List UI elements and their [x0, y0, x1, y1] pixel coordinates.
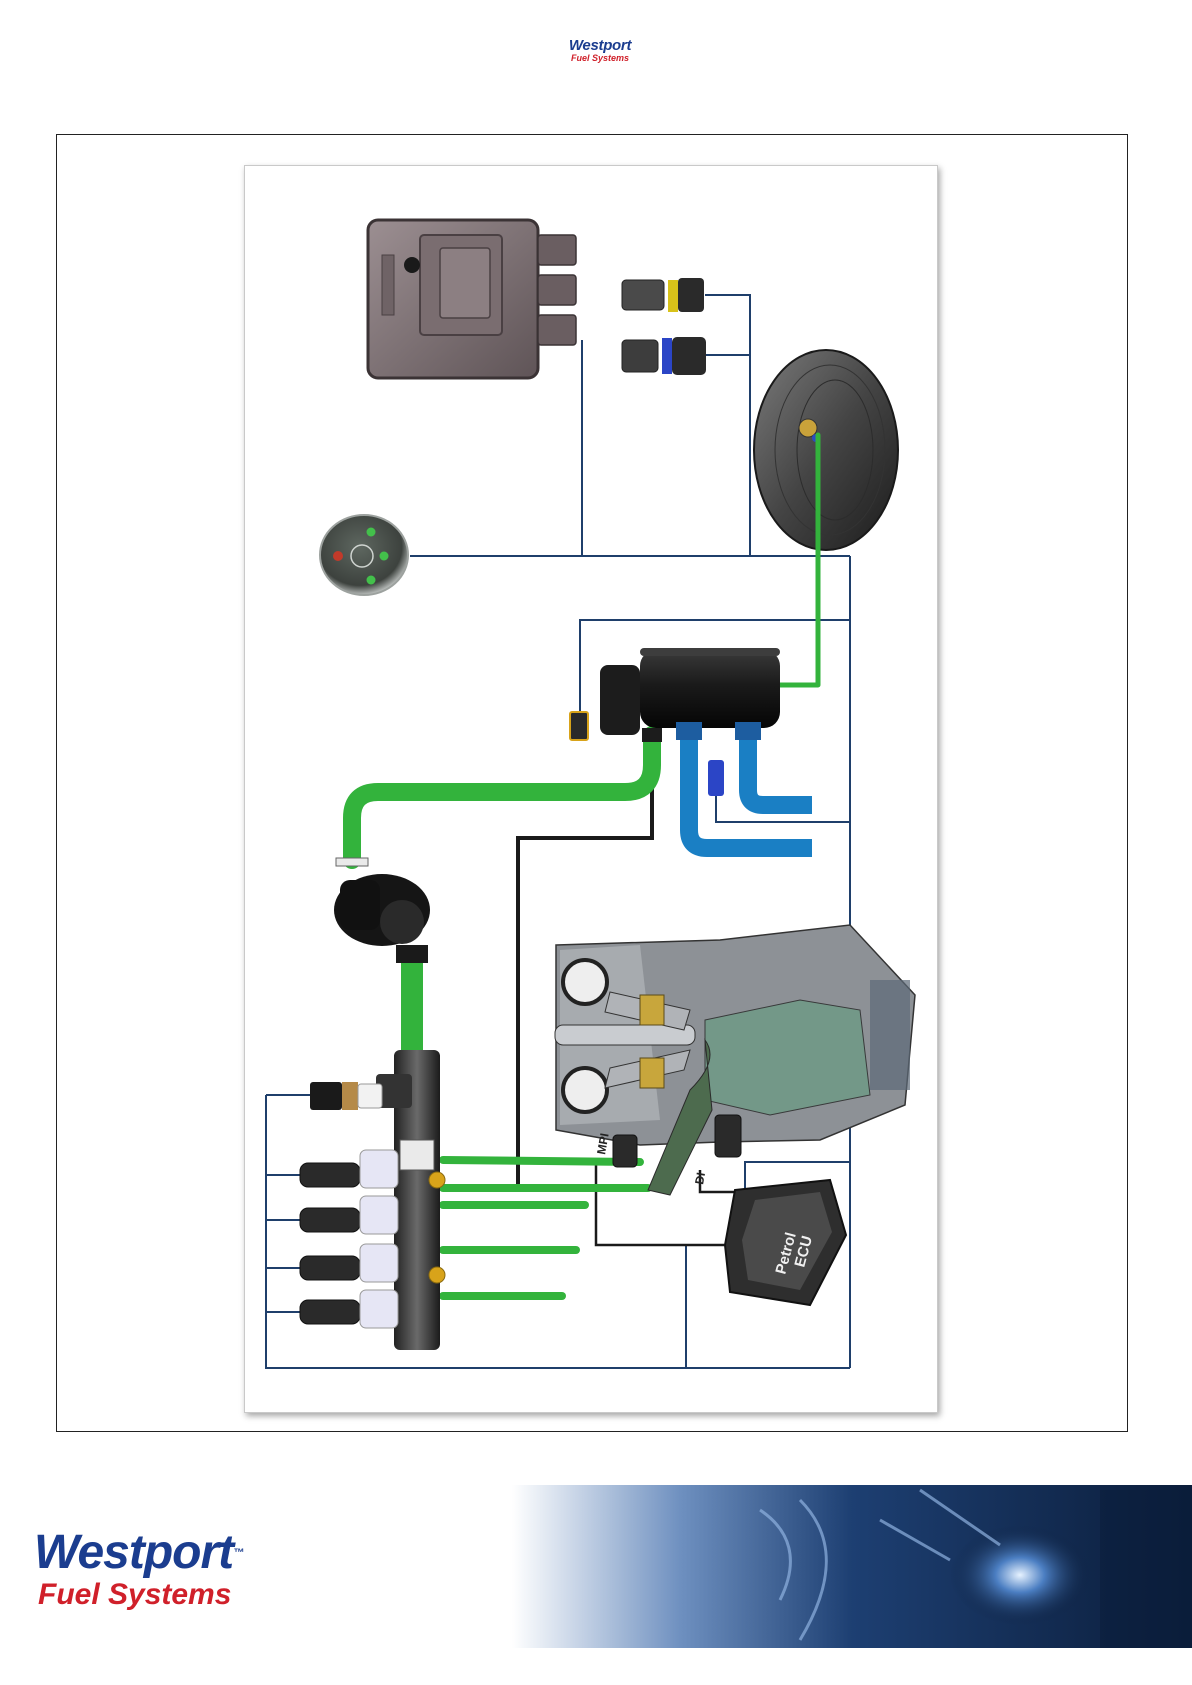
footer-logo-sub: Fuel Systems — [38, 1578, 324, 1612]
gas-ecu — [368, 220, 576, 378]
coolant-hose-2 — [748, 735, 812, 805]
mpi-label: MPI — [594, 1132, 611, 1155]
engine-cutaway: MPI DI — [555, 925, 915, 1195]
fuel-switch — [320, 515, 408, 595]
petrol-ecu: Petrol ECU — [725, 1180, 846, 1305]
di-label: DI — [692, 1171, 708, 1185]
footer-logo: Westport™ Fuel Systems — [34, 1528, 324, 1618]
hose-injector-1 — [443, 1160, 640, 1162]
connector-blue — [622, 337, 706, 375]
map-sensor — [310, 1082, 382, 1110]
footer-logo-tm: ™ — [233, 1547, 243, 1559]
gas-filter — [334, 858, 430, 963]
hose-reducer-filter — [352, 735, 652, 860]
toroidal-tank — [754, 350, 898, 550]
footer-logo-brand: Westport — [34, 1526, 233, 1579]
coolant-hoses — [689, 735, 812, 848]
footer-banner — [512, 1485, 1192, 1648]
wire-connector-1 — [705, 295, 750, 556]
connector-yellow — [622, 278, 704, 312]
